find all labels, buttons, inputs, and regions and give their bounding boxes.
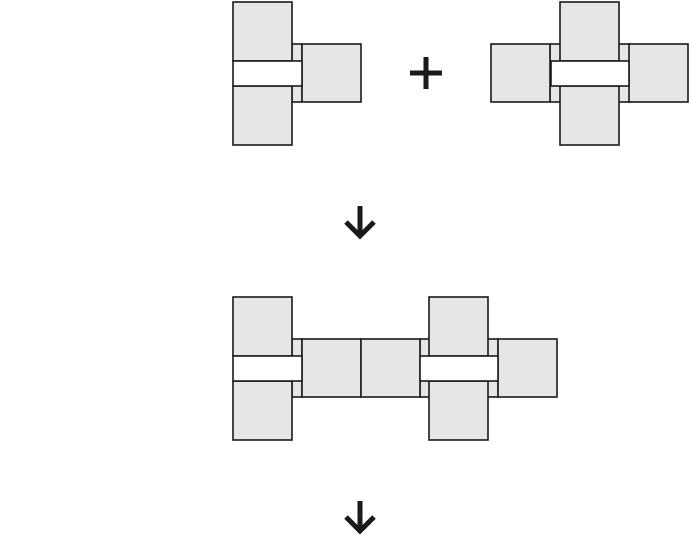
tile-top xyxy=(559,1,620,62)
arrow-down-icon xyxy=(344,501,376,535)
reactant-left-assembly xyxy=(232,1,362,146)
tile-bottom-left xyxy=(232,380,293,441)
tile-bottom xyxy=(559,85,620,146)
tile-middle-a xyxy=(301,338,362,398)
tile-top-left xyxy=(232,296,293,357)
tile-right xyxy=(628,43,689,103)
tile-top xyxy=(232,1,293,62)
tile-bottom xyxy=(232,85,293,146)
tile-left xyxy=(490,43,551,103)
connector-bar xyxy=(550,60,630,87)
plus-icon xyxy=(410,57,442,89)
arrow-down-icon xyxy=(344,206,376,240)
product-assembly xyxy=(232,296,558,441)
connector-bar xyxy=(232,60,303,87)
tile-top-right xyxy=(428,296,489,357)
tile-middle-b xyxy=(360,338,421,398)
connector-bar-left xyxy=(232,355,303,382)
tile-bottom-right xyxy=(428,380,489,441)
tile-right xyxy=(301,43,362,103)
connector-bar-right xyxy=(419,355,499,382)
reactant-right-assembly xyxy=(490,1,689,146)
tile-right xyxy=(497,338,558,398)
